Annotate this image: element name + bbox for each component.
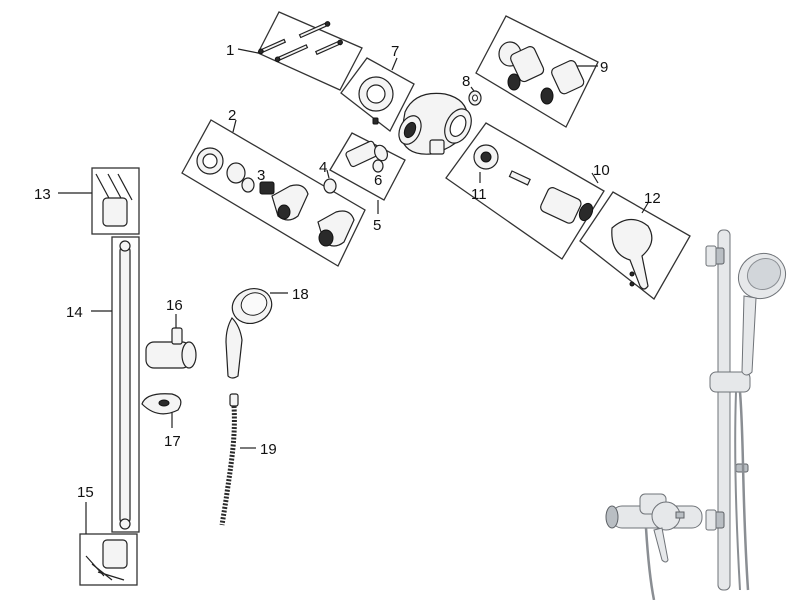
callout-3: 3 — [257, 167, 265, 184]
callout-15: 15 — [77, 484, 94, 501]
callout-13: 13 — [34, 186, 51, 203]
callout-17: 17 — [164, 433, 181, 450]
part-17-clip — [141, 393, 182, 428]
callout-9: 9 — [600, 59, 608, 76]
part-14-riser-rail — [91, 236, 140, 533]
part-15-bottom-bracket — [79, 502, 138, 586]
part-8-washer — [468, 86, 482, 106]
callout-19: 19 — [260, 441, 277, 458]
part-1-fixing-screws — [237, 11, 363, 91]
part-5-check-valve-box — [323, 132, 406, 214]
valve-body — [398, 92, 472, 155]
callout-6: 6 — [374, 172, 382, 189]
callout-14: 14 — [66, 304, 83, 321]
part-12-lever-handle — [579, 191, 691, 300]
assembled-shower-product-image — [605, 229, 787, 600]
part-13-top-bracket — [58, 167, 140, 235]
part-7-backplate — [340, 57, 415, 132]
callout-1: 1 — [226, 42, 234, 59]
part-16-slider — [145, 314, 197, 369]
callout-18: 18 — [292, 286, 309, 303]
callout-11: 11 — [471, 186, 487, 203]
callout-7: 7 — [391, 43, 399, 60]
callout-2: 2 — [228, 107, 236, 124]
part-9-elbow-unions — [475, 15, 599, 128]
callout-4: 4 — [319, 159, 327, 176]
callout-16: 16 — [166, 297, 183, 314]
part-2-inlet-elbows — [181, 119, 366, 267]
callout-8: 8 — [462, 73, 470, 90]
callout-5: 5 — [373, 217, 381, 234]
callout-12: 12 — [644, 190, 661, 207]
part-10-cartridge — [445, 122, 605, 260]
part-19-hose — [219, 393, 256, 526]
part-18-handset — [225, 288, 288, 379]
callout-10: 10 — [593, 162, 610, 179]
